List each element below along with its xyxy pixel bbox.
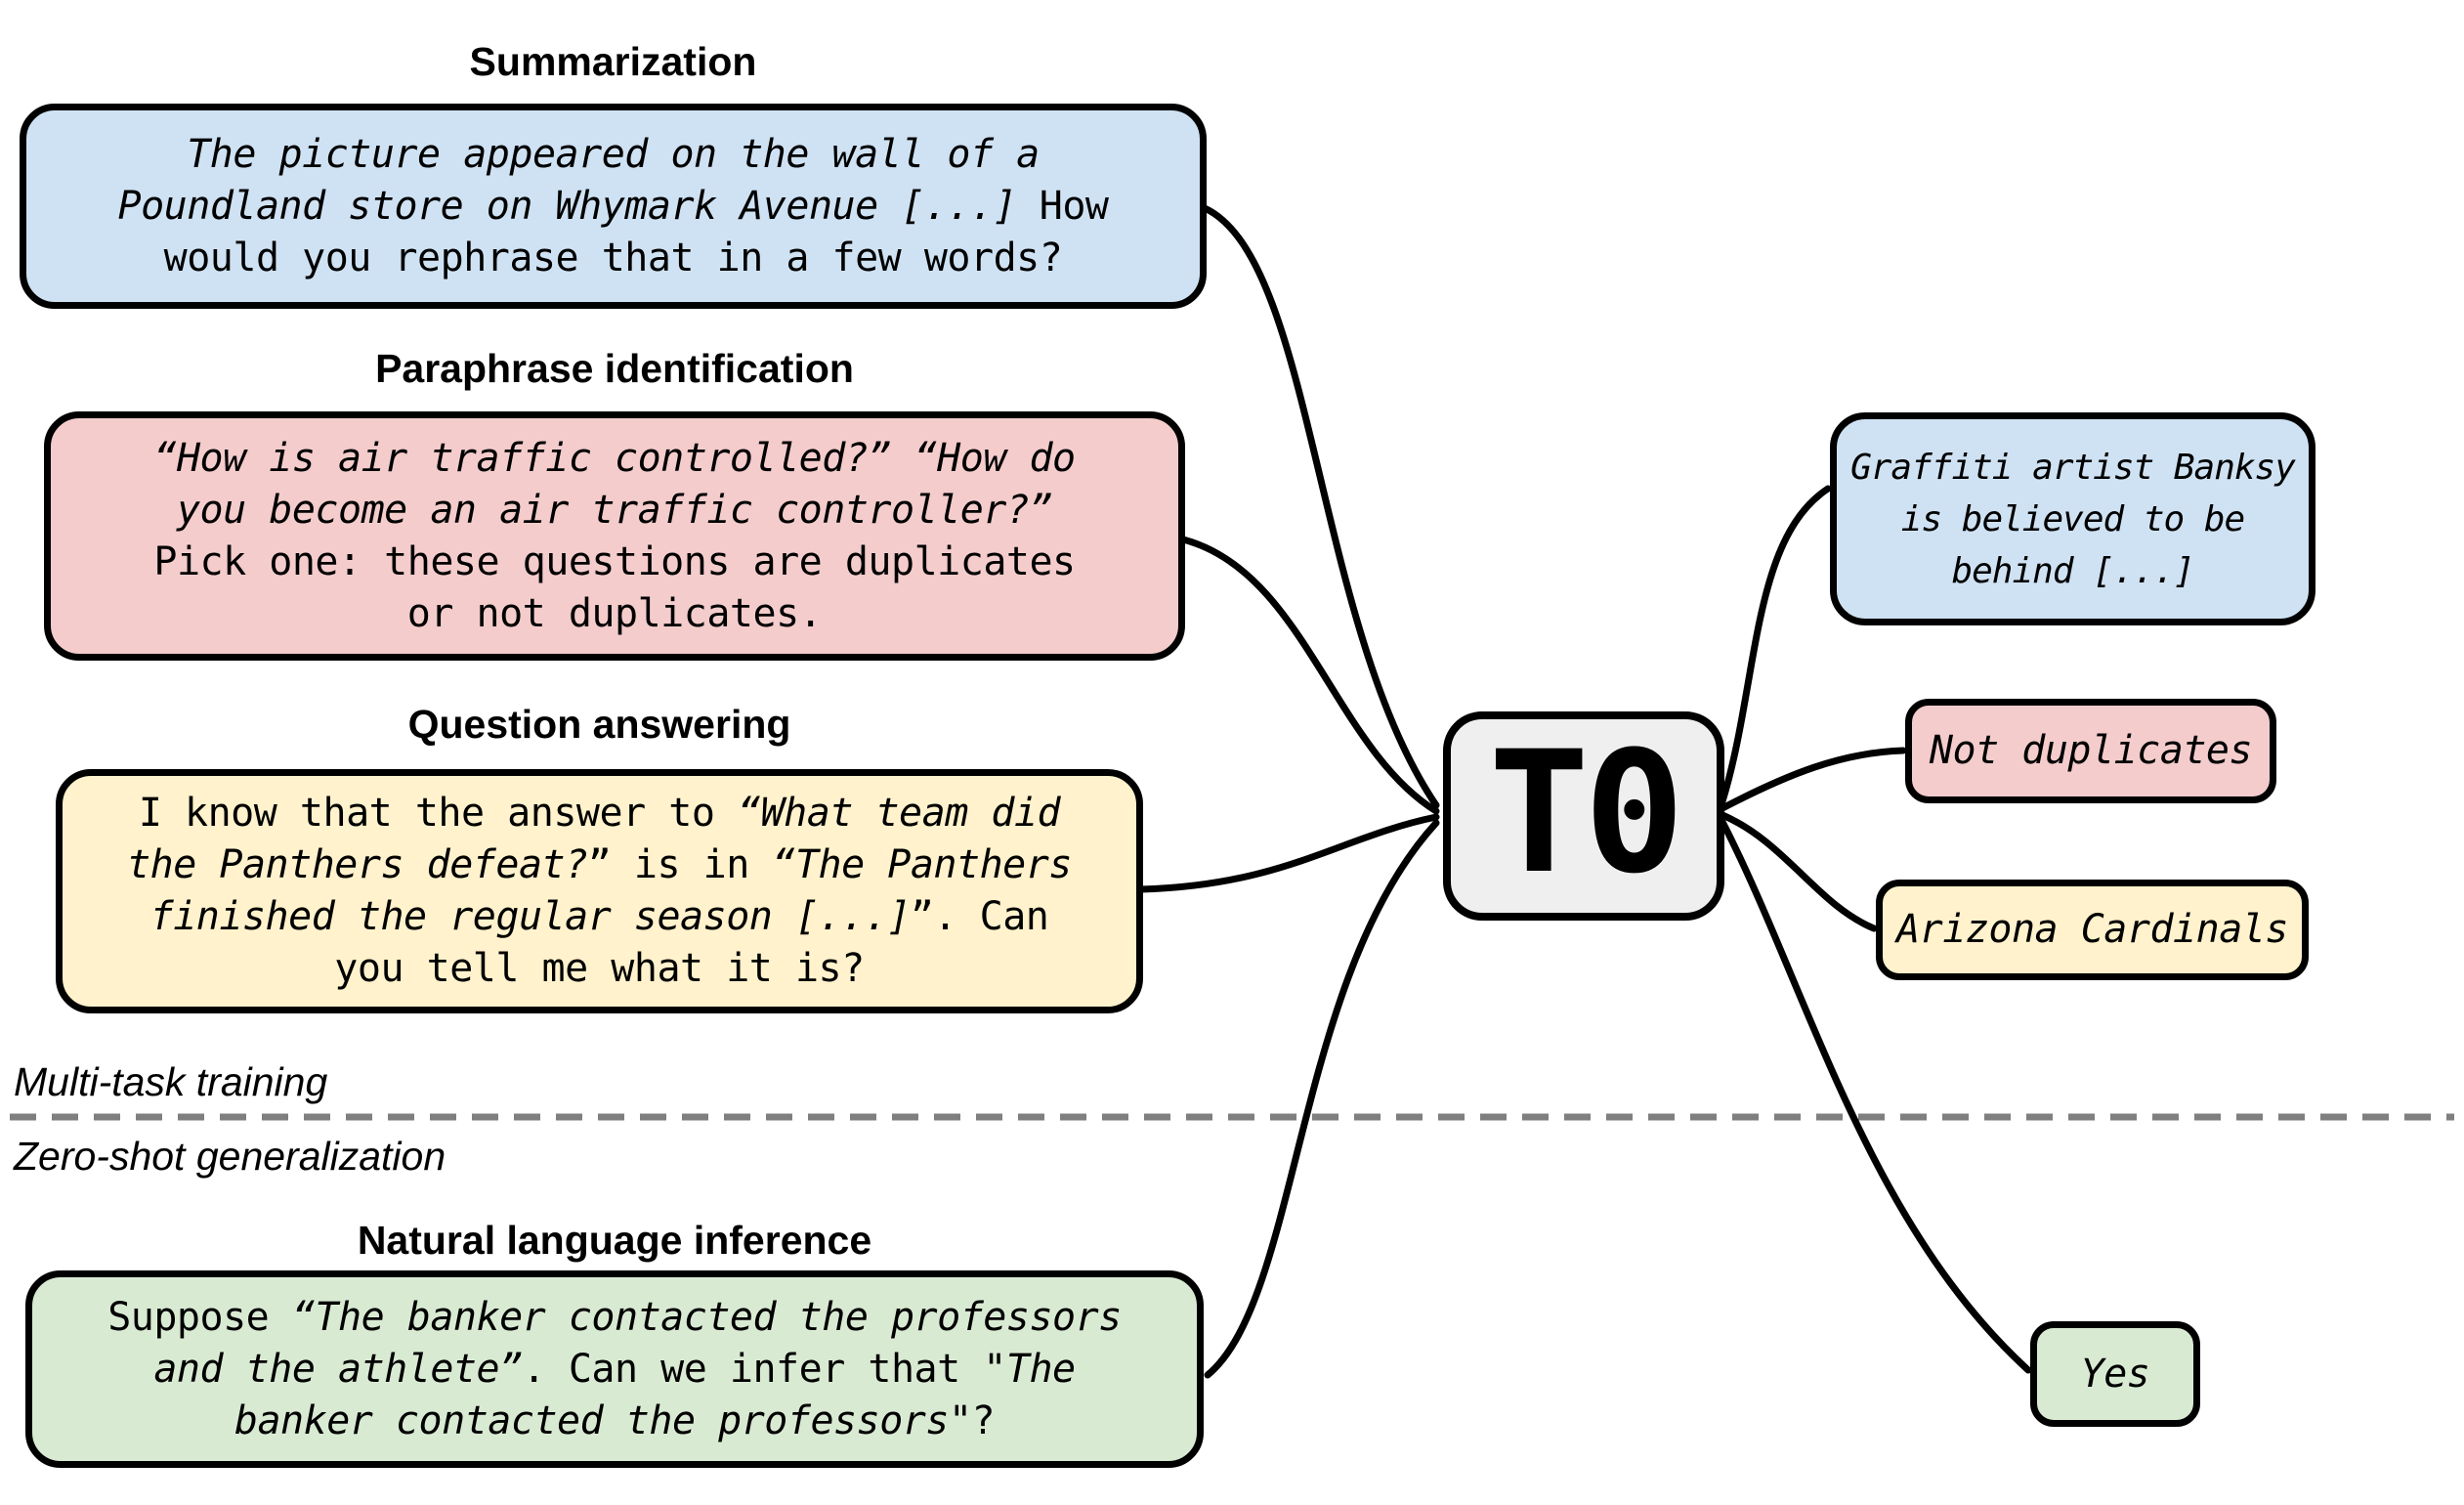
curve-t0-to-paraphrase-output — [1719, 747, 1907, 812]
heading-paraphrase-identification: Paraphrase identification — [375, 346, 854, 391]
text-line: finished the regular season [...]”. Can — [149, 894, 1049, 939]
text-line: Yes — [2080, 1351, 2150, 1397]
text-line: Suppose “The banker contacted the profes… — [107, 1294, 1122, 1340]
text-line: the Panthers defeat?” is in “The Panther… — [127, 842, 1072, 887]
curve-summarization-to-t0 — [1201, 204, 1440, 809]
prompt-box-natural-language-inference: Suppose “The banker contacted the profes… — [25, 1270, 1204, 1468]
t0-model-label: T0 — [1488, 714, 1684, 911]
heading-question-answering: Question answering — [407, 702, 791, 747]
text-line: you tell me what it is? — [334, 946, 865, 991]
prompt-box-question-answering: I know that the answer to “What team did… — [56, 769, 1143, 1013]
text-line: Not duplicates — [1929, 728, 2253, 773]
text-line: you become an air traffic controller?” — [176, 487, 1053, 533]
label-zero-shot-generalization: Zero-shot generalization — [14, 1134, 446, 1179]
text-line: and the athlete”. Can we infer that "The — [153, 1346, 1076, 1392]
text-line: I know that the answer to “What team did — [138, 791, 1061, 836]
text-line: banker contacted the professors"? — [234, 1398, 996, 1443]
heading-summarization: Summarization — [469, 39, 757, 84]
text-line: Poundland store on Whymark Avenue [...] … — [117, 183, 1109, 229]
prompt-box-paraphrase-identification: “How is air traffic controlled?” “How do… — [44, 411, 1185, 661]
text-line: is believed to be — [1900, 498, 2245, 539]
text-line: would you rephrase that in a few words? — [163, 235, 1063, 280]
output-box-question-answering: Arizona Cardinals — [1876, 880, 2309, 980]
text-line: “How is air traffic controlled?” “How do — [153, 435, 1076, 481]
text-line: Graffiti artist Banksy — [1850, 447, 2296, 488]
curve-t0-to-nli-output — [1719, 818, 2032, 1374]
curve-paraphrase-to-t0 — [1179, 536, 1440, 815]
text-line: The picture appeared on the wall of a — [187, 131, 1040, 177]
text-line: behind [...] — [1951, 550, 2194, 591]
output-box-summarization: Graffiti artist Banksy is believed to be b… — [1830, 412, 2315, 625]
text-line: or not duplicates. — [406, 590, 823, 636]
prompt-box-summarization: The picture appeared on the wall of a Pou… — [20, 104, 1207, 309]
text-line: Pick one: these questions are duplicates — [153, 538, 1076, 584]
curve-nli-to-t0 — [1204, 819, 1440, 1379]
output-box-nli: Yes — [2030, 1321, 2200, 1427]
text-line: Arizona Cardinals — [1896, 907, 2288, 952]
label-multi-task-training: Multi-task training — [14, 1059, 328, 1104]
t0-model-box: T0 — [1443, 711, 1724, 921]
curve-t0-to-question-answering-output — [1719, 811, 1878, 932]
heading-natural-language-inference: Natural language inference — [357, 1218, 872, 1263]
output-box-paraphrase: Not duplicates — [1905, 699, 2276, 803]
curve-t0-to-summarization-output — [1719, 485, 1832, 805]
curve-question-answering-to-t0 — [1137, 813, 1440, 893]
